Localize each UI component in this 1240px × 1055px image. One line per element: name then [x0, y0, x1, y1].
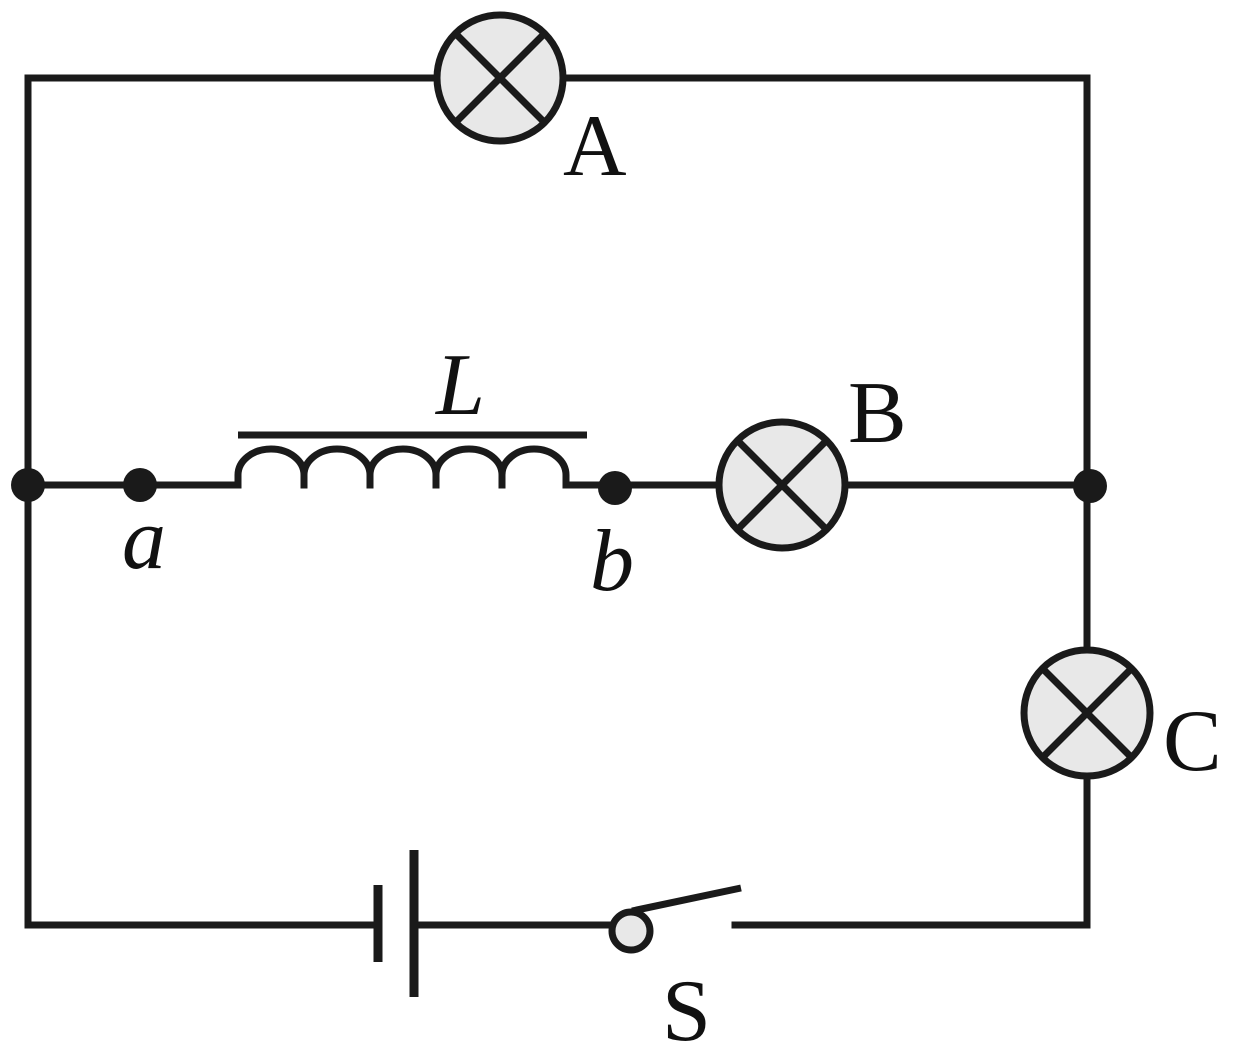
- wire-right-lower: [731, 772, 1091, 929]
- wire-top-right: [560, 74, 1091, 654]
- switch-pivot: [608, 908, 654, 954]
- terminal-b-dot: [598, 471, 632, 505]
- lamp-b: [715, 418, 849, 552]
- inductor-coil: [234, 445, 570, 489]
- junction-right: [1073, 469, 1107, 503]
- lamp-c-cross-2: [1040, 666, 1134, 760]
- wire-left: [24, 74, 442, 929]
- inductor-label: L: [434, 337, 485, 434]
- switch-lever: [631, 884, 742, 915]
- junction-left: [11, 468, 45, 502]
- lamp-a-label: A: [563, 98, 627, 195]
- terminal-b-label: b: [590, 513, 634, 610]
- terminal-a-label: a: [122, 491, 166, 588]
- lamp-a: [433, 11, 567, 145]
- battery: [373, 850, 419, 997]
- lamp-c-label: C: [1163, 693, 1222, 790]
- switch: [608, 884, 742, 954]
- lamp-b-cross-2: [735, 438, 829, 532]
- lamp-c: [1020, 646, 1154, 780]
- lamp-b-label: B: [848, 365, 907, 462]
- lamp-a-cross-2: [453, 31, 547, 125]
- inductor: [234, 431, 587, 489]
- switch-label: S: [662, 963, 711, 1055]
- terminal-a-dot: [123, 468, 157, 502]
